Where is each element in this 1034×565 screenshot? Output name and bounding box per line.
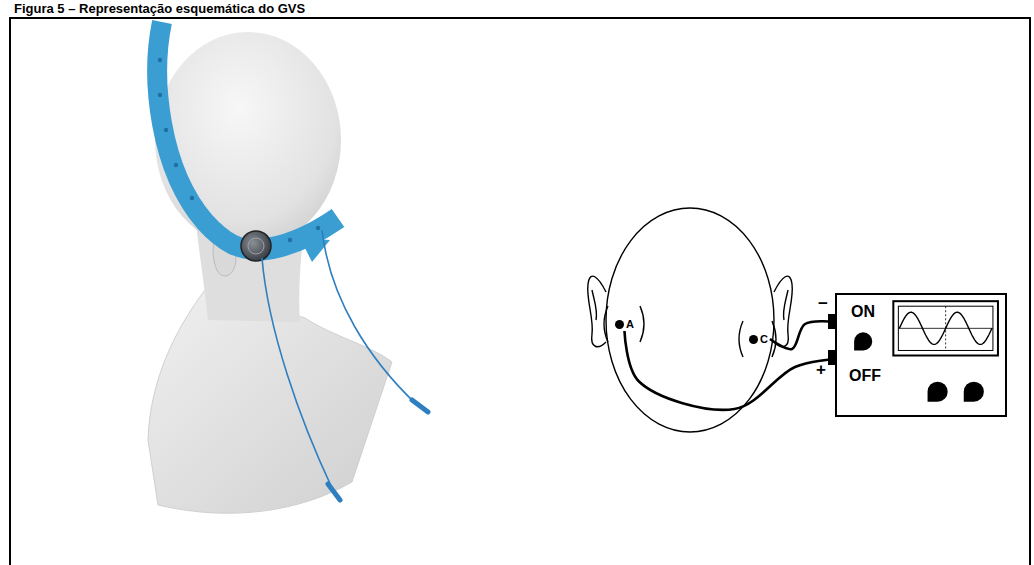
control-knob	[928, 382, 948, 402]
figure-frame	[10, 18, 1030, 565]
electrode-cables	[262, 230, 428, 500]
figure-title: Figura 5 – Representação esquemática do …	[14, 1, 305, 16]
electrode-marker: C	[747, 332, 770, 346]
band-hole	[158, 58, 162, 62]
ear-right	[774, 276, 792, 347]
electrode-bracket	[604, 306, 608, 342]
electrode-bracket	[739, 321, 743, 357]
electrode-letter: A	[626, 318, 634, 330]
mannequin-bust	[148, 290, 392, 513]
band-hole	[174, 163, 178, 167]
switch-label: OFF	[849, 367, 881, 385]
ear-left	[592, 290, 597, 320]
switch-label: ON	[851, 303, 875, 321]
schematic-head	[588, 208, 793, 432]
electrode-disc	[248, 238, 264, 254]
electrode-dot	[749, 335, 758, 344]
band-hole	[316, 226, 320, 230]
stimulator-box: ON OFF	[835, 293, 1007, 417]
terminal-sign: +	[816, 361, 826, 379]
head-outline	[606, 208, 774, 432]
control-knob	[854, 332, 872, 350]
electrode-dot	[615, 320, 624, 329]
sine-wave	[899, 312, 992, 344]
electrode-wire	[624, 331, 835, 410]
electrode-bracket	[772, 321, 776, 357]
band-hole	[190, 196, 194, 200]
electrode-bracket	[640, 306, 644, 342]
band-hole	[164, 128, 168, 132]
electrode-wire	[770, 321, 835, 349]
control-knob	[964, 382, 984, 402]
electrode-disc	[241, 231, 271, 261]
headband-strap	[157, 22, 258, 250]
electrode-letter: C	[760, 333, 768, 345]
ear-left	[588, 276, 606, 347]
terminal-sign: −	[818, 295, 828, 313]
mannequin-skull	[155, 32, 341, 248]
band-hole	[288, 238, 292, 242]
display-screen	[898, 306, 993, 350]
cable-plug	[412, 400, 428, 412]
headband-holes	[158, 58, 320, 242]
display-screen	[893, 301, 998, 355]
cable	[262, 258, 332, 488]
headband	[157, 22, 338, 262]
ear-right	[783, 290, 788, 320]
cable	[322, 230, 416, 404]
mannequin-head	[148, 32, 392, 513]
cable-plug	[328, 484, 340, 500]
band-hole	[158, 93, 162, 97]
electrode-marker: A	[613, 317, 636, 331]
